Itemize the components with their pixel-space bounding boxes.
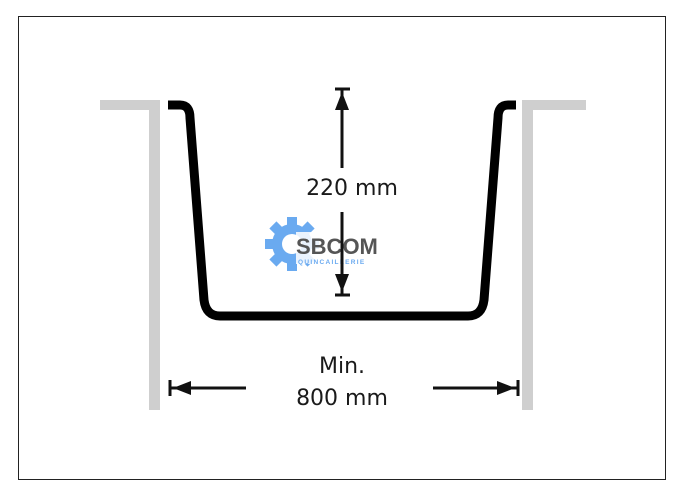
cabinet-walls (100, 100, 586, 410)
left-cabinet-top (100, 100, 160, 110)
width-label-min: Min. (319, 354, 365, 379)
arrow-right-icon (497, 381, 515, 395)
logo-brand: SBCOM (296, 234, 378, 259)
right-cabinet-wall (522, 100, 533, 410)
left-cabinet-wall (149, 100, 160, 410)
arrow-up-icon (335, 92, 349, 110)
depth-label: 220 mm (306, 176, 398, 201)
depth-dimension (335, 87, 350, 297)
right-cabinet-top (522, 100, 586, 110)
arrow-down-icon (335, 274, 349, 292)
arrow-left-icon (173, 381, 191, 395)
sink-basin (168, 100, 516, 321)
width-label-value: 800 mm (296, 386, 388, 411)
logo-tagline: QUINCAILLERIE (298, 259, 365, 266)
width-dimension (168, 380, 520, 396)
